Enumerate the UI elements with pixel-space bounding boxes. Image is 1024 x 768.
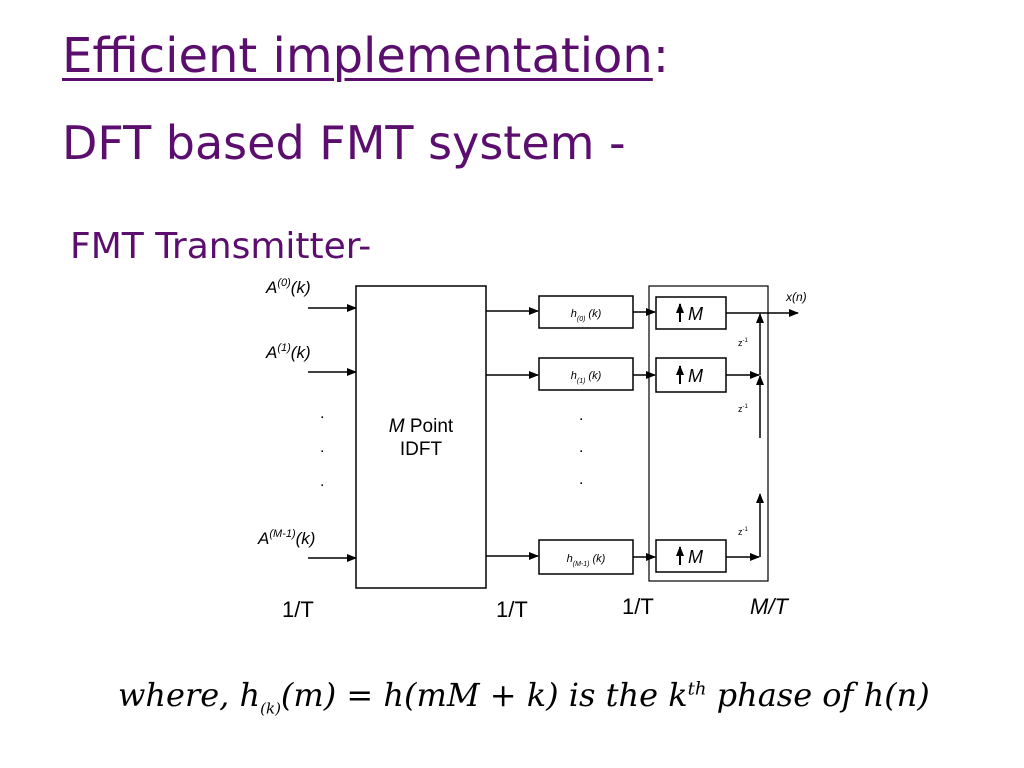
upsampler-box-m1 [655,539,727,573]
slide-title-underlined: Efficient implementation [62,28,653,84]
section-heading: FMT Transmitter- [70,226,372,267]
delay-label-0: z-1 [738,338,748,348]
upsampler-label-1: M [688,366,703,386]
polyphase-frame [648,285,769,582]
input-dot: . [320,473,324,490]
rate-label-idft: 1/T [496,597,528,622]
filter-dot: . [579,407,583,424]
filter-label-0: h(0)(k) [571,308,602,323]
slide-title-colon: : [652,28,669,84]
rate-label-filter: 1/T [622,594,654,619]
input-dot: . [320,439,324,456]
output-label: x(n) [785,290,807,304]
upsampler-box-1 [655,357,727,393]
rate-label-input: 1/T [282,597,314,622]
phase-formula: where, h(k)(m) = h(mM + k) is the kth ph… [118,676,930,717]
filter-box-1 [538,357,634,391]
slide-title: Efficient implementation: [62,28,669,84]
filter-dot: . [579,439,583,456]
input-label-1: A(1)(k) [265,342,311,362]
rate-label-output: M/T [750,594,789,619]
filter-label-1: h(1)(k) [571,370,602,385]
delay-label-1: z-1 [738,404,748,414]
upsampler-label-m1: M [688,547,703,567]
delay-label-m1: z-1 [738,527,748,537]
input-label-m1: A(M-1)(k) [257,528,315,548]
input-label-0: A(0)(k) [265,277,311,297]
filter-dot: . [579,471,583,488]
filter-label-m1: h(M-1)(k) [567,553,606,568]
idft-label-line1: M Point [389,416,454,437]
formula-where: where, h [118,676,261,714]
formula-part3: phase of h(n) [706,676,930,714]
idft-label-line2: IDFT [400,439,443,460]
slide-subtitle: DFT based FMT system - [62,116,626,170]
idft-block [355,285,487,589]
upsampler-label-0: M [688,304,703,324]
formula-sup-th: th [687,678,707,700]
formula-part2: (m) = h(mM + k) is the k [280,676,688,714]
input-dot: . [320,405,324,422]
formula-sub-k: (k) [260,699,281,718]
filter-box-0 [538,295,634,329]
filter-box-m1 [538,539,634,575]
